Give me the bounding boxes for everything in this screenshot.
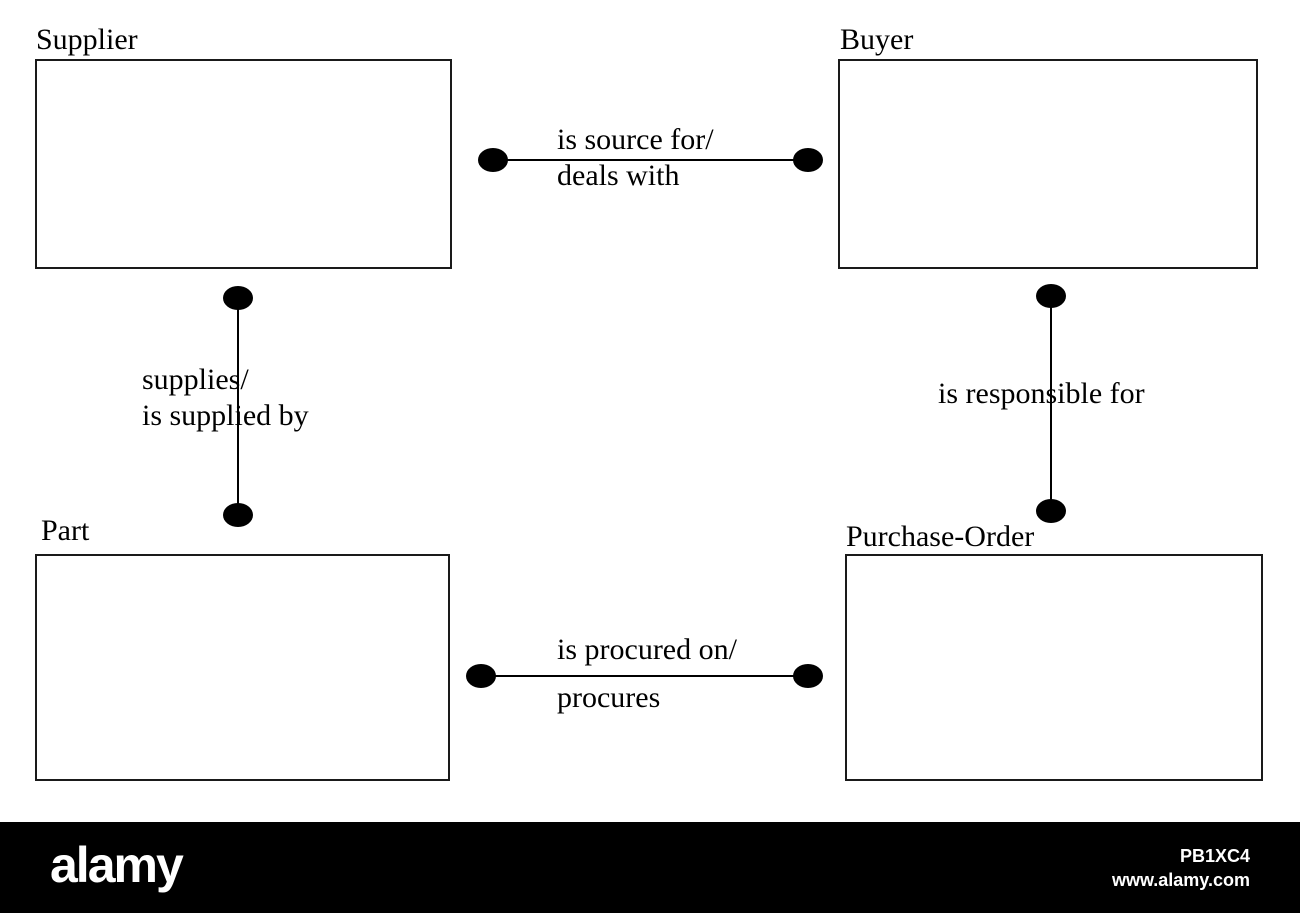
buyer-label: Buyer <box>840 23 914 56</box>
supplier-part-connector <box>223 286 253 527</box>
supplier-bottom-dot <box>223 286 253 310</box>
supplier-part-line2: is supplied by <box>142 399 309 432</box>
alamy-logo: alamy <box>50 837 184 893</box>
supplier-buyer-relationship-label: is source for/ deals with <box>557 122 714 194</box>
part-po-line1: is procured on/ <box>557 633 737 666</box>
part-po-relationship-label: is procured on/ procures <box>557 626 737 722</box>
relationship-lines <box>223 148 1066 688</box>
watermark-url-text: www.alamy.com <box>1111 870 1250 890</box>
purchase-order-label: Purchase-Order <box>846 520 1035 553</box>
part-po-line2: procures <box>557 681 661 714</box>
buyer-po-relationship-label: is responsible for <box>938 376 1145 412</box>
buyer-bottom-dot <box>1036 284 1066 308</box>
po-end-dot <box>793 664 823 688</box>
supplier-buyer-line1: is source for/ <box>557 123 714 156</box>
watermark-bar: alamy PB1XC4 www.alamy.com <box>0 822 1300 913</box>
er-diagram: Supplier Buyer Part Purchase-Order is so… <box>35 23 1263 781</box>
part-end-dot <box>466 664 496 688</box>
supplier-part-relationship-label: supplies/ is supplied by <box>142 362 309 434</box>
part-entity-box <box>35 554 450 781</box>
purchase-order-entity-box <box>845 554 1263 781</box>
buyer-po-connector <box>1036 284 1066 523</box>
supplier-entity-box <box>35 59 452 269</box>
part-po-connector <box>466 664 823 688</box>
image-id-text: PB1XC4 <box>1179 846 1250 866</box>
supplier-label: Supplier <box>36 23 138 56</box>
supplier-part-line1: supplies/ <box>142 363 249 396</box>
supplier-buyer-connector <box>478 148 823 172</box>
po-top-dot <box>1036 499 1066 523</box>
buyer-entity-box <box>838 59 1258 269</box>
supplier-end-dot <box>478 148 508 172</box>
part-top-dot <box>223 503 253 527</box>
part-label: Part <box>41 514 90 547</box>
buyer-po-line1: is responsible for <box>938 377 1145 410</box>
buyer-end-dot <box>793 148 823 172</box>
supplier-buyer-line2: deals with <box>557 159 680 192</box>
